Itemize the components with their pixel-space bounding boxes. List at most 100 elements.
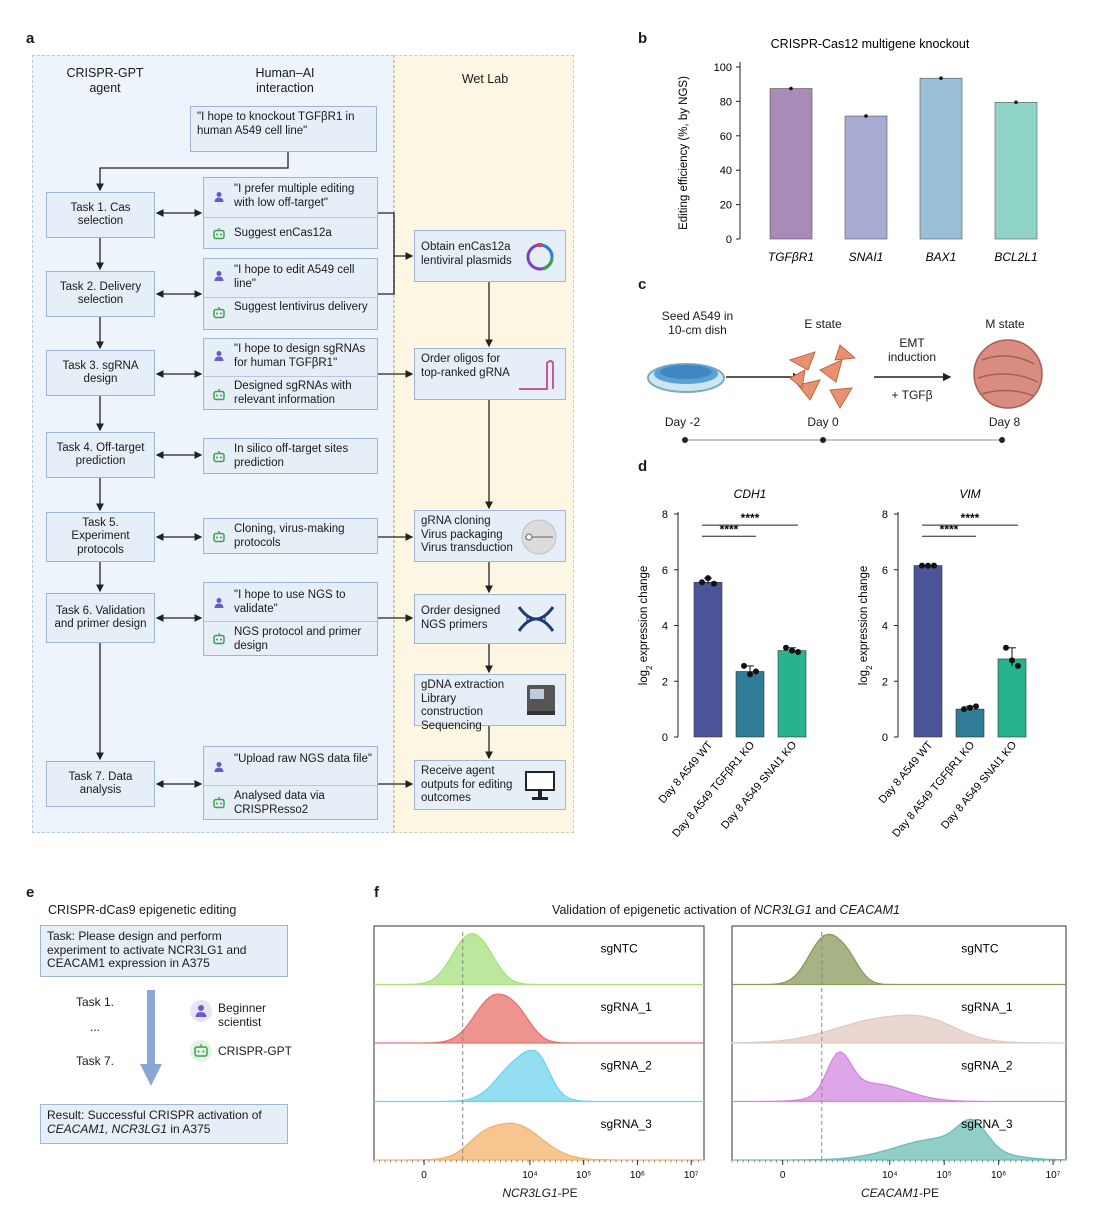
chart-f-xtick-label: 10⁶ [630, 1170, 645, 1181]
chart-d-xtick-label: Day 8 A549 SNAI1 KO [939, 739, 1020, 832]
panel-e-dots: ... [90, 1020, 101, 1034]
wetlab-2-label: Order oligos for top-ranked gRNA [421, 353, 510, 379]
chart-f-xtick-label: 0 [421, 1170, 427, 1181]
dna-icon [517, 606, 555, 632]
chart-b-ytick-label: 100 [714, 62, 732, 74]
chart-d-bar [955, 708, 985, 738]
chart-f-xtick-label: 10⁴ [882, 1170, 897, 1181]
interaction-7-user: "Upload raw NGS data file" [234, 753, 372, 765]
interaction-7: "Upload raw NGS data file" Analysed data… [203, 746, 378, 820]
wetlab-6-label: Receive agent outputs for editing outcom… [421, 765, 513, 804]
interaction-1-user: "I prefer multiple editing with low off-… [234, 183, 355, 209]
chart-d-point [931, 562, 937, 569]
seed-label: Seed A549 in 10-cm dish [661, 309, 734, 337]
chart-d-ytick-label: 4 [882, 621, 888, 633]
e-state-cells-icon [788, 344, 857, 409]
chart-f-histogram [732, 1051, 1066, 1103]
chart-d-point [1009, 657, 1015, 664]
chart-b-ytick-label: 60 [720, 131, 732, 143]
bot-icon [213, 307, 225, 319]
wetlab-1-label: Obtain enCas12a lentiviral plasmids [421, 241, 512, 267]
chart-d-ytick-label: 2 [882, 676, 888, 688]
chart-b-ytick-label: 0 [726, 234, 732, 246]
chart-d-point [711, 580, 717, 587]
chart-d-ytick-label: 0 [882, 732, 888, 744]
chart-d-ylabel: log2 expression change [638, 566, 654, 686]
chart-d-point [747, 671, 753, 678]
chart-b-ytick-label: 40 [720, 165, 732, 177]
chart-f-xtick-label: 0 [780, 1170, 786, 1181]
interaction-7-agent: Analysed data via CRISPResso2 [234, 790, 325, 816]
chart-d-point [699, 579, 705, 586]
task-6-box: Task 6. Validation and primer design [46, 593, 155, 643]
wetlab-4-label: Order designed NGS primers [421, 605, 501, 631]
user-icon [214, 598, 224, 608]
chart-d-bar [693, 581, 723, 738]
chart-d-point [795, 648, 801, 655]
bot-icon [213, 531, 225, 543]
task-7-box: Task 7. Data analysis [46, 761, 155, 807]
chart-f-xtick-label: 10⁵ [937, 1170, 952, 1181]
chart-b: CRISPR-Cas12 multigene knockout020406080… [678, 37, 1038, 264]
f-left-suffix: -PE [557, 1186, 578, 1200]
chart-d-bar [777, 650, 807, 738]
chart-d-bar [997, 658, 1027, 738]
chart-f-xtick-label: 10⁶ [991, 1170, 1006, 1181]
interaction-2: "I hope to edit A549 cell line" Suggest … [203, 258, 378, 330]
panel-f-title-and: and [811, 903, 840, 917]
chart-d-sig-label: **** [961, 511, 980, 525]
wetlab-6: Receive agent outputs for editing outcom… [414, 760, 566, 810]
task-6-label: Task 6. Validation and primer design [54, 604, 147, 631]
col-agent-title: CRISPR-GPT agent [66, 66, 144, 95]
task-4-label: Task 4. Off-target prediction [56, 441, 145, 468]
chart-f-xtick-label: 10⁷ [684, 1170, 699, 1181]
interaction-6-user: "I hope to use NGS to validate" [234, 589, 346, 615]
beginner-label: Beginner scientist [218, 1001, 267, 1029]
chart-d-point [961, 706, 967, 713]
task-7-label: Task 7. Data analysis [68, 770, 133, 797]
wetlab-5: gDNA extraction Library construction Seq… [414, 674, 566, 732]
interaction-2-user: "I hope to edit A549 cell line" [234, 264, 355, 290]
panel-e-arrow [140, 990, 162, 1086]
interaction-1: "I prefer multiple editing with low off-… [203, 177, 378, 249]
chart-d-ytick-label: 4 [662, 621, 668, 633]
panel-e-task-text: Task: Please design and perform experime… [47, 929, 247, 970]
tgfb-label: + TGFβ [891, 388, 933, 402]
chart-d-ytick-label: 8 [662, 509, 668, 521]
task-5-label: Task 5. Experiment protocols [71, 516, 130, 556]
e-state-label: E state [804, 317, 842, 331]
panel-c-letter: c [638, 276, 647, 293]
chart-d-point [783, 644, 789, 651]
chart-d-ytick-label: 2 [662, 676, 668, 688]
user-icon [214, 762, 224, 772]
virus-icon [521, 519, 557, 555]
interaction-5: Cloning, virus-making protocols [203, 518, 378, 554]
user-icon [214, 271, 224, 281]
f-right-gene: CEACAM1 [860, 1186, 919, 1200]
panel-e-task-box: Task: Please design and perform experime… [40, 925, 288, 977]
interaction-4: In silico off-target sites prediction [203, 438, 378, 474]
panel-e-letter: e [26, 884, 35, 901]
chart-b-xtick-label: BAX1 [926, 250, 957, 264]
chart-f-series-label: sgRNA_1 [600, 1000, 652, 1014]
chart-f-histogram [374, 993, 704, 1044]
chart-d-bar [735, 671, 765, 738]
panel-f-title: Validation of epigenetic activation of N… [378, 903, 1074, 917]
panel-f-letter: f [374, 884, 379, 901]
task-3-box: Task 3. sgRNA design [46, 350, 155, 396]
bot-icon [213, 451, 225, 463]
bot-icon [213, 228, 225, 240]
panel-e-result-box: Result: Successful CRISPR activation of … [40, 1104, 288, 1144]
chart-d-ytick-label: 6 [882, 565, 888, 577]
interaction-2-agent: Suggest lentivirus delivery [234, 301, 368, 313]
chart-b-bar [919, 77, 963, 240]
chart-b-title: CRISPR-Cas12 multigene knockout [771, 37, 970, 51]
chart-b-ytick-label: 80 [720, 96, 732, 108]
chart-d-ylabel: log2 expression change [858, 566, 874, 686]
col-human-title: Human–AI interaction [255, 66, 315, 95]
day-8-label: Day 8 [988, 415, 1021, 429]
panel-d-letter: d [638, 458, 648, 475]
chart-d-ytick-label: 0 [662, 732, 668, 744]
